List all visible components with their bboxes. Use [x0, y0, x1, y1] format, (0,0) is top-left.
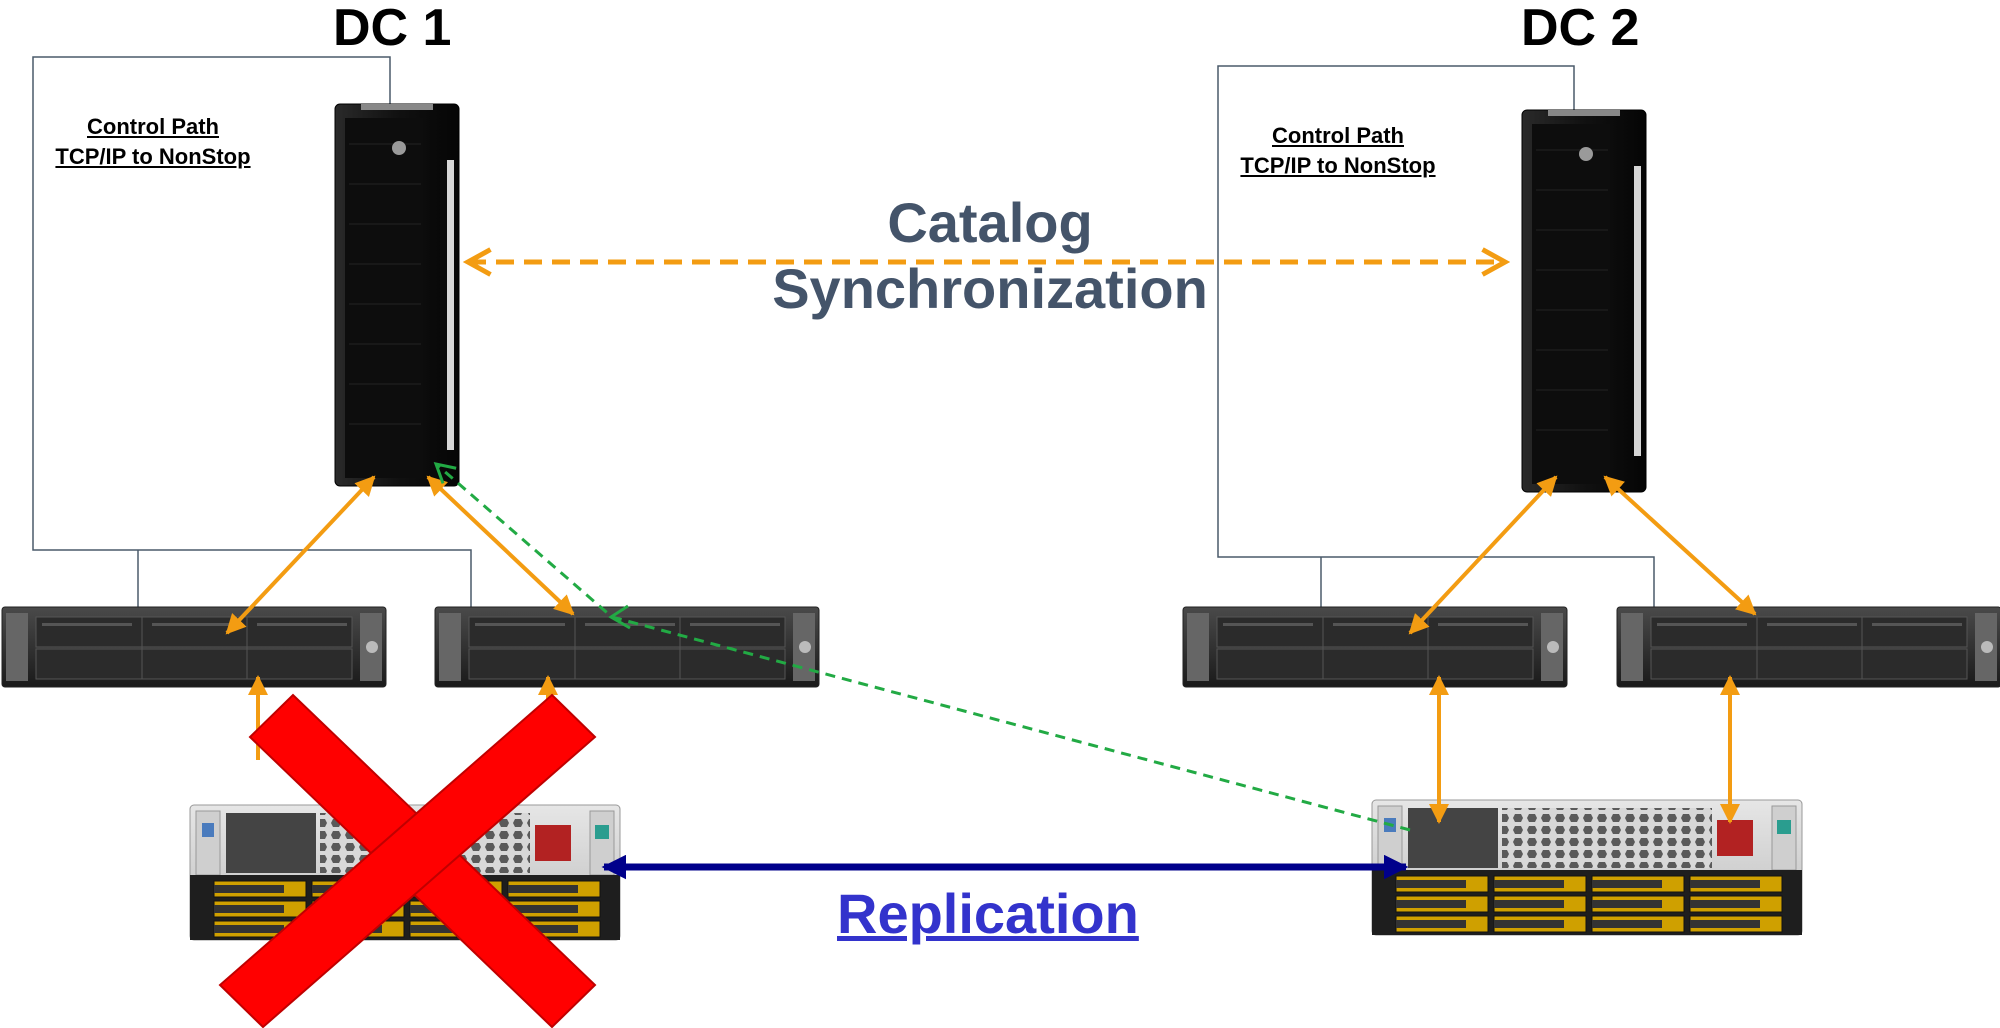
dc1-gateway-b-icon: [434, 606, 820, 688]
catalog-sync-line-2: Synchronization: [772, 257, 1208, 320]
failover-path-mid-arrowhead: [608, 604, 631, 630]
dc1-gateway-a-icon: [1, 606, 387, 688]
dc1-control-path-label: Control Path TCP/IP to NonStop: [38, 112, 268, 172]
dc2-control-path-line-2: TCP/IP to NonStop: [1240, 153, 1436, 178]
dc2-gateway-b-icon: [1616, 606, 2000, 688]
dc1-title: DC 1: [333, 0, 452, 57]
replication-label: Replication: [837, 882, 1139, 945]
dc2-nonstop-server-icon: [1521, 109, 1647, 493]
dc1-control-path-line-1: Control Path: [87, 114, 219, 139]
dc2-control-path-label: Control Path TCP/IP to NonStop: [1223, 121, 1453, 181]
dc2-gateway-a-icon: [1182, 606, 1568, 688]
dc2-title: DC 2: [1521, 0, 1640, 57]
dc2-data-paths: [1408, 475, 1757, 824]
catalog-sync-label: Catalog Synchronization: [750, 190, 1230, 322]
dc1-data-paths: [225, 475, 575, 760]
dc2-control-path-line-1: Control Path: [1272, 123, 1404, 148]
dc1-control-path-line-2: TCP/IP to NonStop: [55, 144, 251, 169]
dc1-nonstop-server-icon: [334, 103, 460, 487]
dc2-storage-array-icon: [1371, 799, 1803, 936]
catalog-sync-line-1: Catalog: [887, 191, 1093, 254]
red-x-icon: [218, 693, 597, 1028]
